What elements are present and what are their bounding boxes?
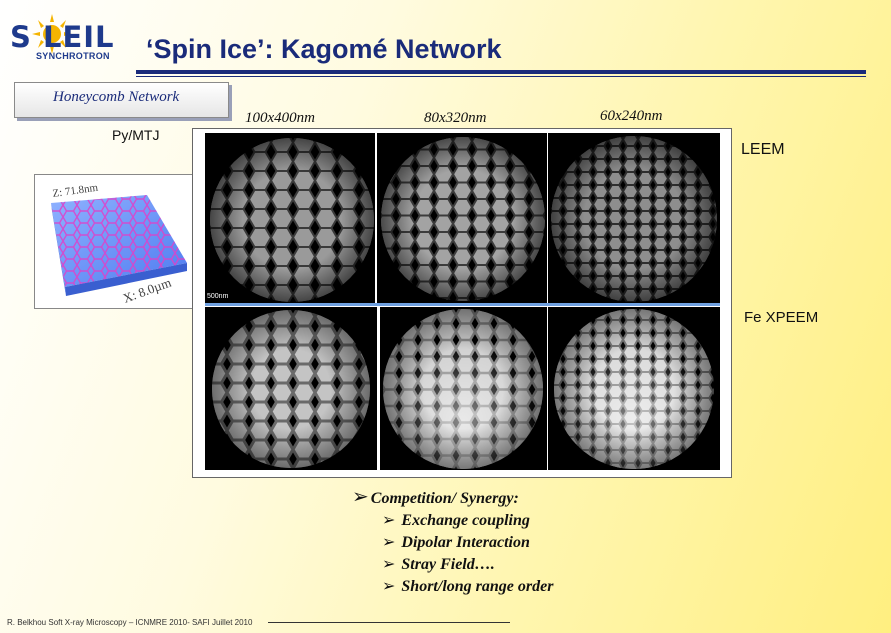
leem-image-3 — [548, 133, 720, 303]
title-underline-thin — [136, 76, 866, 77]
sun-icon — [32, 14, 72, 54]
leem-label: LEEM — [741, 141, 785, 158]
footer-text: R. Belkhou Soft X-ray Microscopy – ICNMR… — [7, 618, 253, 627]
xpeem-image-3 — [548, 307, 720, 470]
fe-xpeem-label: Fe XPEEM — [744, 309, 819, 326]
logo-subtitle: SYNCHROTRON — [36, 51, 110, 61]
bullet-main: ➢Competition/ Synergy: — [352, 484, 553, 508]
bullet-item: ➢ Stray Field…. — [382, 554, 553, 574]
footer-rule — [268, 622, 510, 623]
bullet-main-text: Competition/ Synergy: — [370, 490, 519, 507]
bullet-item-text: Short/long range order — [401, 578, 554, 595]
leem-image-2 — [377, 133, 547, 303]
bullet-item: ➢ Dipolar Interaction — [382, 532, 553, 552]
afm-3d-image: Z: 71.8nm X: 8.0µm — [34, 174, 194, 309]
bullet-item-text: Exchange coupling — [401, 512, 530, 529]
arrow-bullet-icon: ➢ — [382, 576, 396, 595]
arrow-bullet-icon: ➢ — [382, 510, 396, 529]
row-divider — [205, 303, 720, 306]
bullet-list: ➢Competition/ Synergy: ➢ Exchange coupli… — [352, 484, 553, 596]
honeycomb-network-box: Honeycomb Network — [14, 82, 229, 118]
honeycomb-network-label: Honeycomb Network — [53, 89, 180, 105]
xpeem-image-1 — [205, 307, 377, 470]
bullet-item-text: Stray Field…. — [401, 556, 495, 573]
title-underline — [136, 70, 866, 74]
xpeem-image-2 — [380, 307, 547, 470]
bullet-item-text: Dipolar Interaction — [401, 534, 530, 551]
slide-title: ‘Spin Ice’: Kagomé Network — [146, 34, 502, 64]
arrow-bullet-icon: ➢ — [352, 484, 369, 508]
column-label-3: 60x240nm — [600, 108, 663, 124]
bullet-item: ➢ Short/long range order — [382, 576, 553, 596]
logo-word: S LEIL — [10, 20, 115, 54]
bullet-item: ➢ Exchange coupling — [382, 510, 553, 530]
column-label-1: 100x400nm — [245, 110, 315, 126]
soleil-logo: S LEIL SYNCHROTRON — [8, 10, 120, 65]
leem-image-1 — [205, 133, 375, 303]
arrow-bullet-icon: ➢ — [382, 554, 396, 573]
afm-z-label: Z: 71.8nm — [52, 182, 99, 200]
scale-bar-label: 500nm — [207, 293, 229, 300]
column-label-2: 80x320nm — [424, 110, 487, 126]
arrow-bullet-icon: ➢ — [382, 532, 396, 551]
py-mtj-label: Py/MTJ — [112, 127, 160, 143]
